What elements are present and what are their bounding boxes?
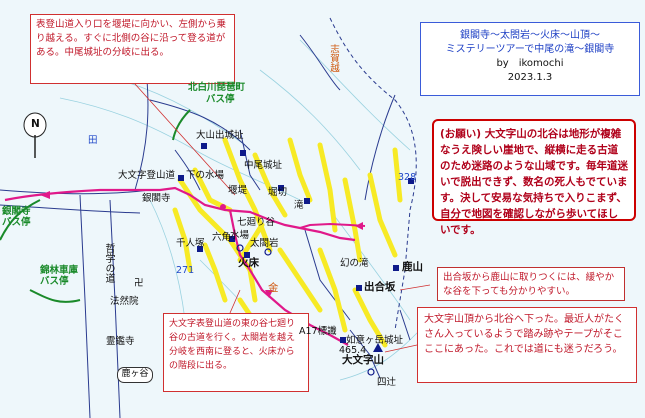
place-marker: [304, 198, 310, 204]
title-line-2: ミステリーツアーで中尾の滝〜銀閣寺: [445, 44, 615, 55]
label-nanamawari: 七廻り谷: [237, 217, 276, 228]
label-328: 328: [398, 172, 417, 183]
note-mid: 出合坂から鹿山に取りつくには、緩やかな谷を下っても分かりやすい。: [437, 267, 625, 301]
label-taki: 滝: [294, 200, 304, 211]
label-271: 271: [176, 265, 195, 276]
label-yotsuji: 四辻: [377, 377, 397, 388]
label-daimonji-trail: 大文字登山道: [118, 170, 176, 181]
road-lines: [0, 34, 411, 418]
route-line-south: [228, 209, 349, 346]
terrain-lines: [59, 39, 421, 381]
label-daizan-castle: 大山出城址: [196, 130, 244, 141]
bus-stop-arrow: [0, 199, 41, 241]
label-kitashirakawa: 北白川琵琶町: [188, 82, 246, 93]
label-shishigatani: 鹿ヶ谷: [117, 367, 153, 383]
place-marker: [244, 252, 250, 258]
route-arrow: [355, 222, 363, 230]
label-shikayama: 鹿山: [402, 261, 423, 273]
label-horikiri: 堀切: [268, 187, 288, 198]
label-reikanji: 霊鑑寺: [106, 336, 135, 347]
label-senninzuka: 千人塚: [176, 238, 205, 249]
place-marker: [408, 178, 414, 184]
label-shigagoe: 志賀越: [328, 44, 339, 73]
label-ginkakuji: 銀閣寺: [142, 193, 171, 204]
title-date: 2023.1.3: [507, 72, 553, 83]
castle-marker: [201, 143, 207, 149]
route-line-east: [299, 222, 366, 229]
summit-marker: [373, 343, 383, 352]
warning-notice: (お願い) 大文字山の北谷は地形が複雑なうえ険しい崖地で、縦横に走る古道のため迷…: [432, 119, 636, 236]
label-mizuba: 水場: [230, 230, 250, 241]
note-bottom: 大文字山頂から北谷へ下った。最近人がたくさん入っているようで踏み跡やテープがそこ…: [417, 307, 637, 383]
label-shimonomizuba: 下の水場: [186, 170, 225, 181]
compass-icon: [23, 112, 47, 158]
label-kaneji: 金: [268, 282, 279, 294]
place-marker: [393, 265, 399, 271]
route-arrow: [40, 191, 50, 199]
label-tetsugaku: 哲学の道: [103, 243, 114, 283]
label-kinrinshako: 錦林車庫 バス停: [40, 265, 79, 287]
label-kitashirakawa-bus: バス停: [206, 94, 235, 105]
label-ta: 田: [88, 135, 98, 146]
label-gen-no-taki: 幻の滝: [340, 258, 369, 269]
yotsuji-marker: [367, 368, 375, 376]
route-line: [4, 186, 356, 242]
rokkaku-marker: [236, 244, 244, 252]
note-left: 大文字表登山道の東の谷七廻り谷の古道を行く。太閤岩を越え分岐を西南に登ると、火床…: [163, 313, 309, 392]
title-line-1: 銀閣寺〜太閤岩〜火床〜山頂〜: [460, 30, 600, 41]
label-nakao-castle: 中尾城址: [244, 160, 283, 171]
bus-stop-arrow: [172, 109, 191, 141]
route-arrow: [265, 290, 273, 298]
boundary-line: [329, 17, 417, 331]
label-elevation: 465.4: [339, 345, 367, 356]
note-pointers: [134, 83, 431, 353]
castle-marker: [240, 150, 246, 156]
label-hitoko: 火床: [238, 257, 259, 269]
place-marker: [356, 285, 362, 291]
entei-marker: [220, 204, 226, 210]
label-taikouiwa: 太閤岩: [250, 238, 279, 249]
compass-n-label: N: [31, 118, 40, 130]
place-marker: [340, 337, 346, 343]
trail-network: [172, 137, 403, 353]
place-marker: [197, 246, 203, 252]
label-ginkakuji-bus: 銀閣寺 バス停: [2, 206, 31, 228]
label-honen-mark: 卍: [134, 278, 144, 289]
hitoko-marker: [264, 248, 272, 256]
label-rokkaku: 六角: [212, 232, 232, 243]
title-box: 銀閣寺〜太閤岩〜火床〜山頂〜 ミステリーツアーで中尾の滝〜銀閣寺 by ikom…: [420, 22, 640, 96]
label-nyoigatake: 如意ヶ岳城址: [346, 335, 404, 346]
label-honen: 法然院: [110, 296, 139, 307]
place-marker: [278, 185, 284, 191]
place-marker: [178, 175, 184, 181]
title-author: by ikomochi: [496, 58, 564, 69]
note-top: 表登山道入り口を堰堤に向かい、左側から乗り越える。すぐに北側の谷に沿って登る道が…: [30, 14, 235, 84]
bus-stop-arrow: [29, 289, 81, 303]
label-entei: 堰堤: [228, 185, 248, 196]
label-a17: A17標識: [299, 326, 337, 337]
label-summit: 大文字山: [342, 354, 384, 366]
label-deai: 出合坂: [364, 281, 396, 293]
place-marker: [229, 236, 235, 242]
